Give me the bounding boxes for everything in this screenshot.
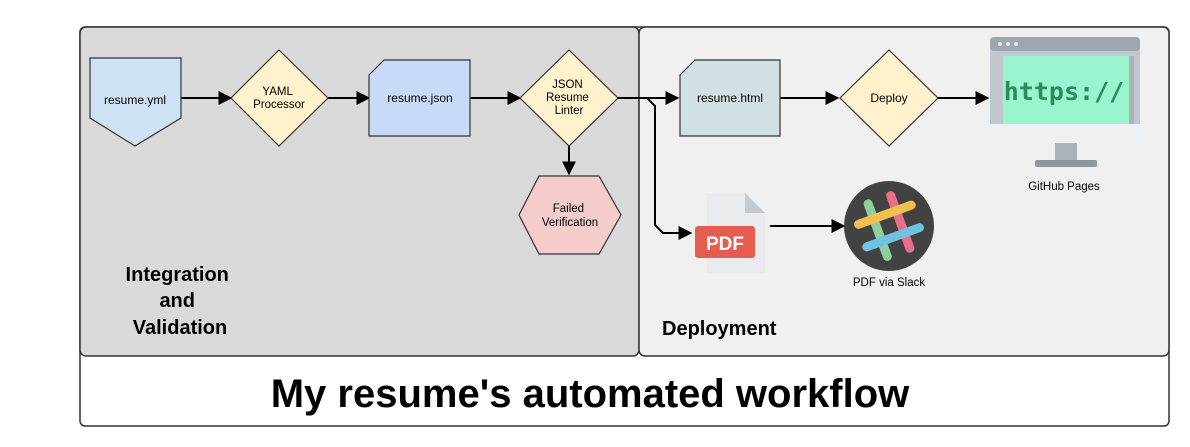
node-failed-verification [518, 175, 622, 255]
integration-label: Integration and Validation [126, 264, 235, 339]
deployment-label: Deployment [662, 318, 777, 340]
connectors [181, 91, 990, 240]
node-resume-yml [89, 57, 182, 147]
edge-linter-to-pdf [618, 97, 693, 240]
node-resume-json [368, 59, 471, 137]
pdf-file-icon [695, 193, 765, 273]
node-yaml-processor-label: YAML Processor [253, 86, 305, 111]
node-resume-json-label: resume.json [387, 91, 452, 105]
node-resume-html [679, 59, 781, 137]
node-resume-html-label: resume.html [697, 91, 763, 105]
node-deploy [839, 49, 939, 147]
diagram-title: My resume's automated workflow [271, 372, 910, 416]
node-deploy-label: Deploy [870, 91, 907, 105]
monitor-icon [990, 37, 1140, 167]
slack-label: PDF via Slack [853, 277, 925, 289]
github-pages-screen-text: https:// [1004, 77, 1124, 106]
node-linter-label: JSON Resume Linter [546, 79, 592, 117]
slack-icon [844, 181, 934, 271]
node-linter [519, 49, 619, 147]
node-failed-verification-label: Failed Verification [542, 203, 598, 229]
pdf-label: PDF [706, 234, 744, 255]
node-yaml-processor [230, 49, 329, 147]
node-resume-yml-label: resume.yml [104, 93, 166, 107]
github-pages-label: GitHub Pages [1028, 181, 1100, 193]
